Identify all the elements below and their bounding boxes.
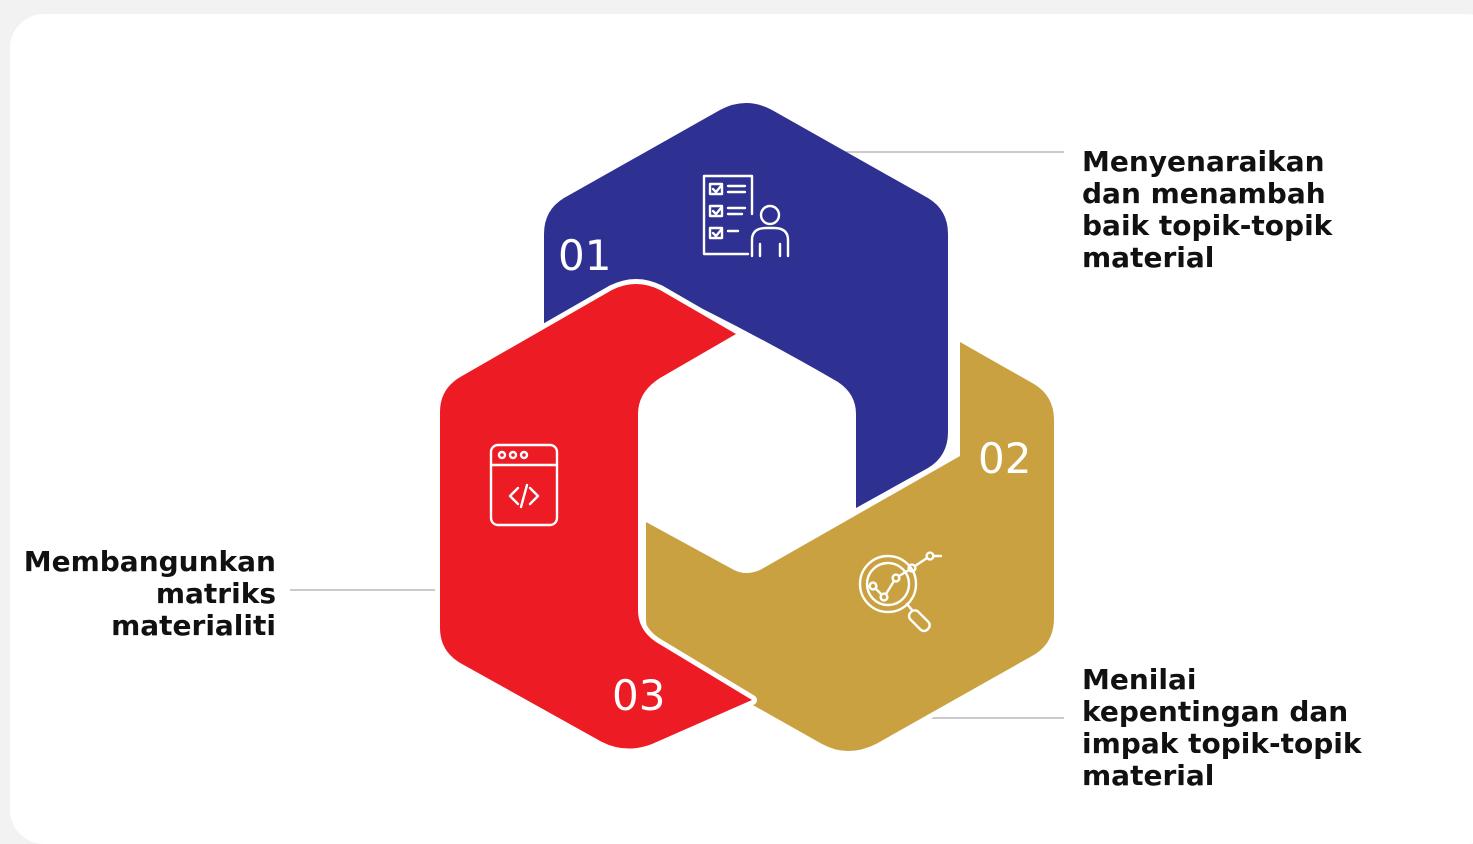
step-label-03: Membangunkan matriks materialiti [23,545,276,642]
hexagon-cycle-diagram: 01 02 03 [290,103,1064,756]
segment-02 [641,337,1059,756]
step-label-02: Menilai kepentingan dan impak topik-topi… [1082,663,1362,792]
step-number-02: 02 [978,434,1031,483]
segment-03 [435,279,757,754]
step-number-03: 03 [612,671,665,720]
magnifier-chart-icon [858,551,943,633]
checklist-person-icon [702,174,790,258]
segment-01 [544,103,948,508]
step-number-01: 01 [558,231,611,280]
step-label-01: Menyenaraikan dan menambah baik topik-to… [1082,145,1333,274]
code-window-icon [489,443,559,527]
